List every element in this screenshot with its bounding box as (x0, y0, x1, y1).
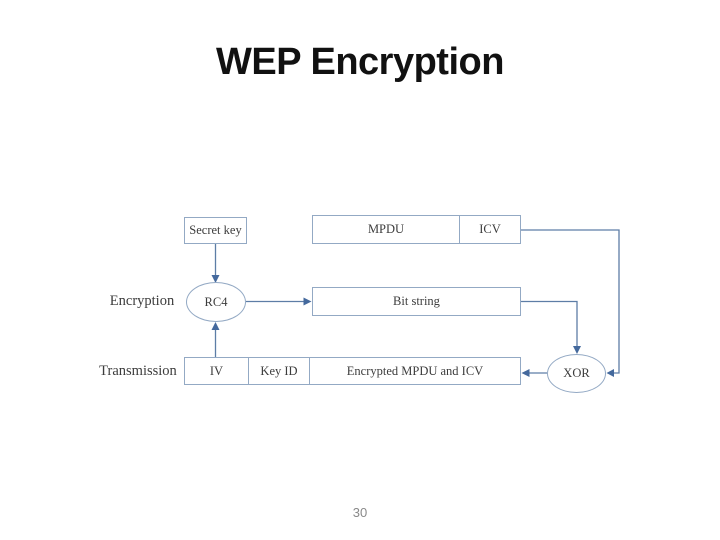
icv-label: ICV (479, 222, 501, 236)
page-number: 30 (352, 505, 368, 520)
secret-key-box: Secret key (184, 217, 247, 244)
rc4-label: RC4 (204, 294, 228, 309)
encrypted-mpdu-icv-box: Encrypted MPDU and ICV (309, 358, 520, 384)
bit-string-box: Bit string (312, 287, 521, 316)
rc4-ellipse: RC4 (186, 282, 246, 322)
arrowhead-icv-to-xor (606, 369, 614, 377)
encryption-row-label: Encryption (109, 293, 175, 309)
encrypted-mpdu-icv-label: Encrypted MPDU and ICV (346, 363, 484, 378)
arrowhead-iv-to-rc4 (211, 322, 220, 330)
slide-title: WEP Encryption (216, 41, 504, 83)
arrowhead-bitstring-to-xor (573, 346, 581, 354)
icv-box: ICV (459, 216, 520, 243)
mpdu-box: MPDU (313, 216, 459, 243)
mpdu-icv-row: MPDU ICV (312, 215, 521, 244)
mpdu-label: MPDU (367, 222, 405, 236)
transmission-frame-row: IV Key ID Encrypted MPDU and ICV (184, 357, 521, 385)
iv-box: IV (185, 358, 248, 384)
key-id-box: Key ID (248, 358, 309, 384)
bit-string-label: Bit string (393, 294, 440, 308)
transmission-row-label: Transmission (99, 363, 177, 379)
xor-ellipse: XOR (547, 354, 606, 393)
connector-icv-to-xor (521, 229, 620, 374)
arrowhead-xor-to-encrypted (521, 369, 530, 377)
connector-bitstring-to-xor (521, 300, 578, 347)
key-id-label: Key ID (260, 363, 298, 378)
xor-label: XOR (563, 366, 590, 380)
arrowhead-rc4-to-bitstring (303, 297, 312, 306)
secret-key-label: Secret key (189, 223, 242, 237)
iv-label: IV (209, 363, 224, 378)
